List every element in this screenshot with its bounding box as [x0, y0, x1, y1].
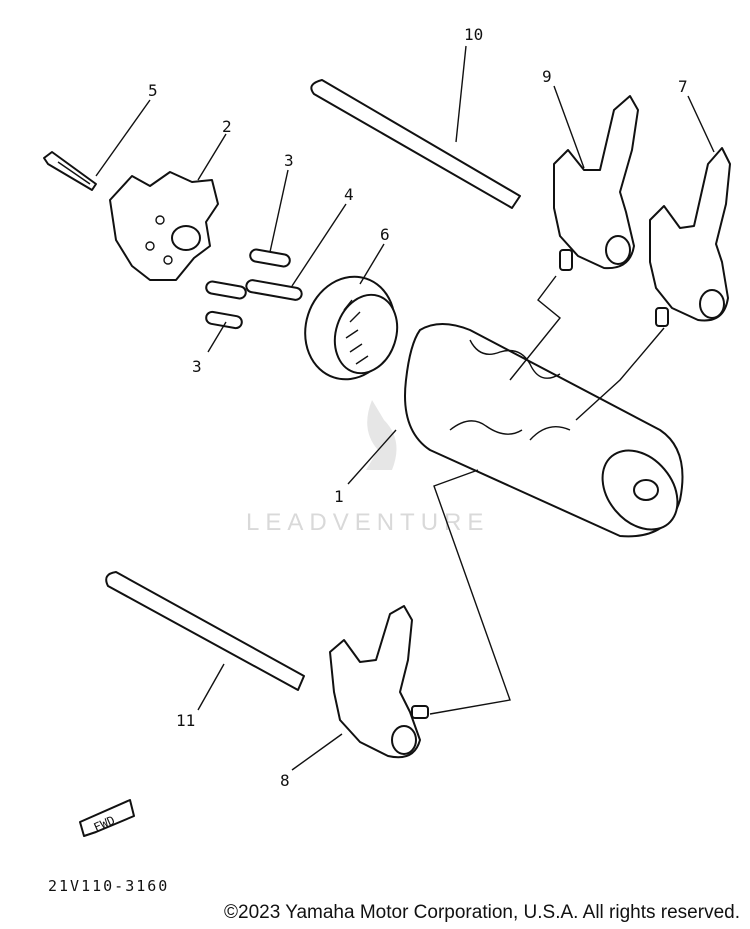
callout-2: 2: [222, 117, 232, 136]
watermark-text: LEADVENTURE: [246, 509, 489, 536]
callout-numbers: 1 2 3 3 4 5 6 7 8 9 10 11: [148, 25, 688, 790]
callout-3-upper: 3: [284, 151, 294, 170]
drawing-number: 21V110-3160: [48, 877, 170, 895]
callout-9: 9: [542, 67, 552, 86]
part-3-pins: [205, 248, 291, 330]
part-7-fork: [649, 147, 731, 327]
fwd-arrow-icon: FWD: [79, 799, 135, 837]
part-2-segment: [109, 171, 219, 281]
callout-3-lower: 3: [192, 357, 202, 376]
part-1-shift-cam: [404, 323, 684, 538]
callout-8: 8: [280, 771, 290, 790]
callout-4: 4: [344, 185, 354, 204]
callout-1: 1: [334, 487, 344, 506]
part-6-bearing: [304, 275, 399, 381]
callout-6: 6: [380, 225, 390, 244]
callout-10: 10: [464, 25, 483, 44]
part-8-fork: [329, 605, 429, 759]
copyright-notice: ©2023 Yamaha Motor Corporation, U.S.A. A…: [224, 902, 740, 923]
callout-11: 11: [176, 711, 195, 730]
part-9-fork: [553, 95, 639, 271]
part-10-rod: [310, 79, 521, 209]
part-5-bolt: [43, 151, 97, 191]
part-11-rod: [105, 571, 305, 691]
callout-7: 7: [678, 77, 688, 96]
part-4-pin: [245, 279, 303, 301]
leader-lines: [95, 45, 715, 771]
callout-5: 5: [148, 81, 158, 100]
